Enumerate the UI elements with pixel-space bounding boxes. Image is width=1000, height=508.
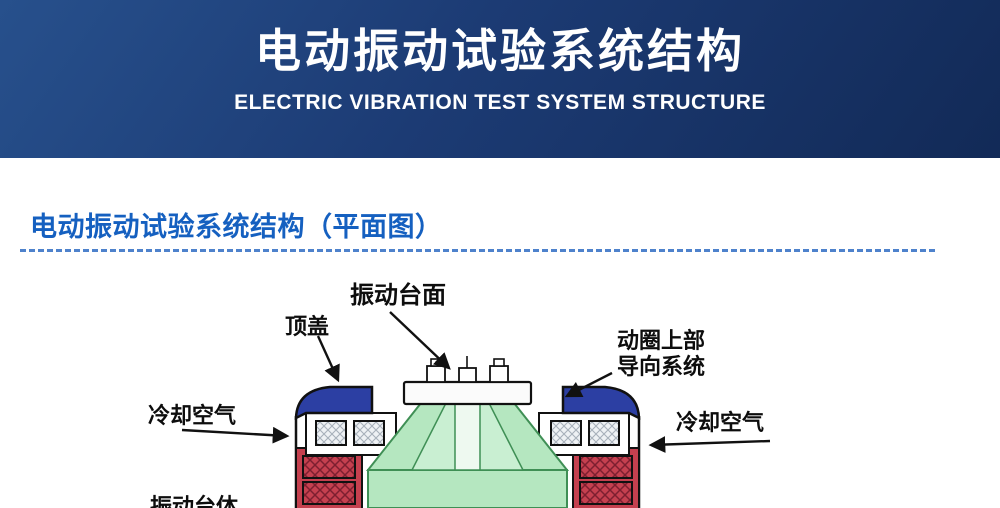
moving-coil-armature <box>365 387 570 508</box>
arrow-cooling-right <box>648 436 771 453</box>
label-vibration-table-surface: 振动台面 <box>350 282 446 309</box>
vibration-table <box>402 356 533 406</box>
arrow-top-cover <box>316 335 340 383</box>
shaker-diagram: 振动台面 顶盖 动圈上部导向系统 冷却空气 冷却空气 振动台体 <box>0 270 1000 508</box>
label-shaker-body-partial: 振动台体 <box>150 494 239 508</box>
upper-guide-housings <box>305 412 630 456</box>
label-cooling-air-left: 冷却空气 <box>148 403 237 428</box>
arrow-table-surface <box>389 311 451 370</box>
arrow-cooling-left <box>181 426 290 444</box>
label-coil-upper-guide-system: 动圈上部导向系统 <box>617 328 706 379</box>
arrow-coil-guide <box>564 371 613 398</box>
dashed-divider <box>20 249 935 252</box>
section-heading: 电动振动试验系统结构（平面图） <box>30 212 443 242</box>
shaker-cross-section-drawing <box>181 311 771 508</box>
label-cooling-air-right: 冷却空气 <box>676 410 765 435</box>
banner: 电动振动试验系统结构 ELECTRIC VIBRATION TEST SYSTE… <box>0 0 1000 158</box>
page-subtitle: ELECTRIC VIBRATION TEST SYSTEM STRUCTURE <box>234 90 766 114</box>
label-top-cover: 顶盖 <box>285 314 330 339</box>
page-title: 电动振动试验系统结构 <box>255 25 745 77</box>
callout-arrows <box>181 311 771 453</box>
